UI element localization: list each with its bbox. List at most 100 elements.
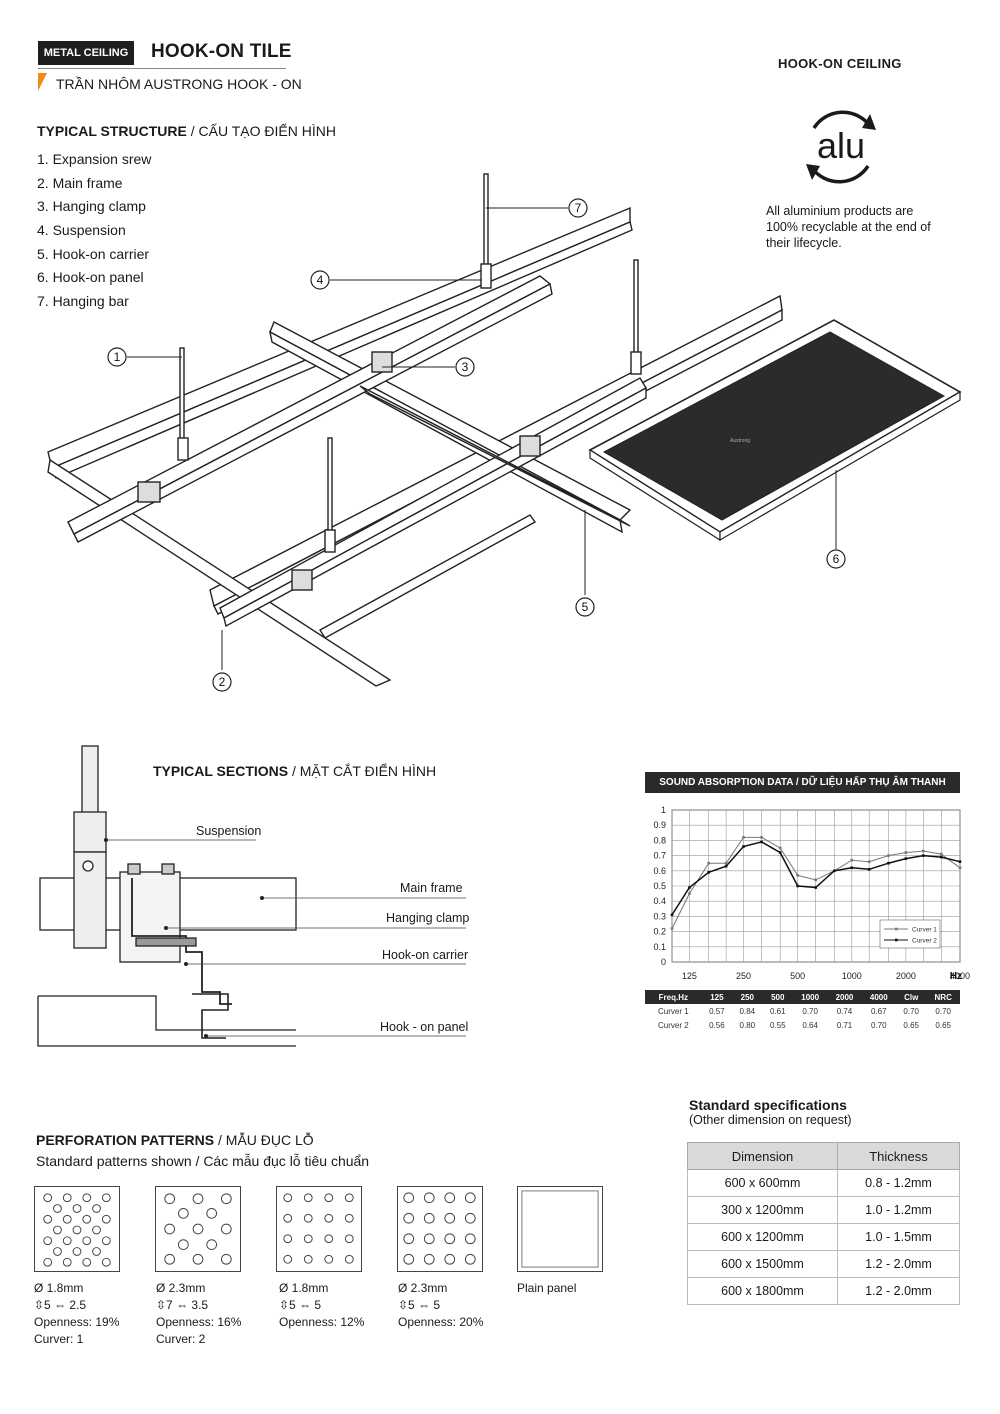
data-point xyxy=(850,866,854,870)
list-item: 5. Hook-on carrier xyxy=(37,245,150,262)
page-subtitle: TRẦN NHÔM AUSTRONG HOOK - ON xyxy=(56,76,302,92)
x-tick-label: 250 xyxy=(736,971,751,981)
list-item: 1. Expansion srew xyxy=(37,151,152,167)
pattern-spacing: ⇳5 ⇔ 5 xyxy=(279,1298,322,1312)
label-hanging-clamp: Hanging clamp xyxy=(386,911,470,925)
column-header: Dimension xyxy=(687,1142,838,1170)
sound-table-cell: 0.56 xyxy=(709,1020,725,1030)
pattern-2-label: Ø 2.3mm ⇳7 ⇔ 3.5 Openness: 16% Curver: 2 xyxy=(156,1280,241,1348)
sound-table-cell: 0.67 xyxy=(871,1006,887,1016)
list-item: 7. Hanging bar xyxy=(37,293,129,310)
callout-2: 2 xyxy=(219,675,226,689)
data-point xyxy=(796,884,799,888)
pattern-curver: Curver: 1 xyxy=(34,1332,84,1346)
data-point xyxy=(760,840,763,844)
sound-table-header: Freq.Hz xyxy=(658,992,688,1002)
data-point xyxy=(904,851,908,854)
table-cell: 600 x 600mm xyxy=(687,1169,838,1197)
sections-heading: TYPICAL SECTIONS / MẶT CẮT ĐIỂN HÌNH xyxy=(153,763,437,779)
pattern-5-swatch xyxy=(517,1186,603,1272)
structure-diagram: Austrong 1 2 3 4 5 6 7 xyxy=(47,173,962,692)
sound-table-header: 125 xyxy=(710,992,724,1002)
data-point xyxy=(760,836,763,839)
data-point xyxy=(688,886,691,889)
pattern-4-label: Ø 2.3mm ⇳5 ⇔ 5 Openness: 20% xyxy=(398,1280,483,1331)
data-point xyxy=(922,849,925,853)
label-suspension: Suspension xyxy=(196,824,262,838)
sound-table-cell: 0.71 xyxy=(836,1020,853,1030)
legend-marker xyxy=(895,927,898,931)
y-tick-label: 0.3 xyxy=(653,911,666,921)
sound-table-header: 250 xyxy=(740,992,755,1002)
structure-heading: TYPICAL STRUCTURE / CẤU TẠO ĐIỂN HÌNH xyxy=(37,123,336,139)
list-item: 4. Suspension xyxy=(37,222,126,239)
sound-table-cell: 0.64 xyxy=(802,1020,818,1030)
data-point xyxy=(867,860,871,863)
pattern-3-label: Ø 1.8mm ⇳5 ⇔ 5 Openness: 12% xyxy=(279,1280,364,1331)
y-tick-label: 0.5 xyxy=(653,881,666,891)
data-point xyxy=(742,836,745,839)
sound-title-bar: SOUND ABSORPTION DATA / DỮ LIỆU HẤP THỤ … xyxy=(645,772,960,793)
column-header: Thickness xyxy=(837,1142,960,1170)
pattern-openness: Openness: 20% xyxy=(398,1315,484,1329)
pattern-4-swatch xyxy=(397,1186,483,1272)
table-cell: 300 x 1200mm xyxy=(687,1196,838,1224)
x-tick-label: 500 xyxy=(790,971,805,981)
data-point xyxy=(958,860,962,863)
sound-table-cell: 0.74 xyxy=(836,1006,853,1016)
sound-table-cell: 0.70 xyxy=(802,1006,818,1016)
table-header-row: Dimension Thickness xyxy=(687,1142,960,1170)
sound-table-header: Clw xyxy=(904,992,919,1002)
sound-table-cell: 0.70 xyxy=(871,1020,887,1030)
right-title: HOOK-ON CEILING xyxy=(778,56,902,71)
data-point xyxy=(724,861,728,865)
section-diagram xyxy=(37,745,466,1047)
legend-box xyxy=(879,919,941,949)
callout-6: 6 xyxy=(833,552,840,566)
sound-table-cell: 0.70 xyxy=(935,1006,951,1016)
title-divider xyxy=(38,68,286,69)
pattern-diameter: Ø 1.8mm xyxy=(279,1281,329,1295)
pattern-2-swatch xyxy=(155,1186,241,1272)
callout-7: 7 xyxy=(575,201,582,215)
data-point xyxy=(778,851,782,854)
data-point xyxy=(887,854,890,857)
pattern-spacing: ⇳7 ⇔ 3.5 xyxy=(156,1298,209,1312)
y-tick-label: 0.6 xyxy=(653,866,666,876)
sound-table-cell: 0.65 xyxy=(903,1020,919,1030)
y-tick-label: 0.9 xyxy=(653,820,666,830)
alu-logo-text: alu xyxy=(817,125,865,166)
page-title: HOOK-ON TILE xyxy=(151,41,292,62)
pattern-spacing: ⇳5 ⇔ 5 xyxy=(398,1298,441,1312)
pattern-3-swatch xyxy=(276,1186,362,1272)
data-point xyxy=(670,927,674,930)
data-point xyxy=(688,892,691,895)
label-hook-on-carrier: Hook-on carrier xyxy=(382,948,469,962)
data-point xyxy=(850,858,854,862)
list-item: 2. Main frame xyxy=(37,174,123,191)
sound-table-header: 2000 xyxy=(835,992,854,1002)
pattern-name: Plain panel xyxy=(517,1281,577,1295)
panel-brand-text: Austrong xyxy=(730,438,750,444)
table-cell: 1.2 - 2.0mm xyxy=(837,1277,960,1305)
data-point xyxy=(940,852,943,856)
pattern-5-label: Plain panel xyxy=(517,1280,576,1297)
label-main-frame: Main frame xyxy=(400,881,463,895)
spec-title: Standard specifications xyxy=(689,1097,847,1113)
y-tick-label: 0.1 xyxy=(653,942,666,952)
callout-4: 4 xyxy=(317,273,324,287)
pattern-diameter: Ø 2.3mm xyxy=(398,1281,448,1295)
data-point xyxy=(742,845,745,848)
sound-table-cell: 0.65 xyxy=(935,1020,951,1030)
data-point xyxy=(724,864,728,868)
sound-table-cell: Curver 1 xyxy=(657,1006,689,1016)
table-cell: 1.2 - 2.0mm xyxy=(837,1250,960,1278)
perforation-heading: PERFORATION PATTERNS / MẪU ĐỤC LỖ xyxy=(36,1132,314,1148)
pattern-1-label: Ø 1.8mm ⇳5 ⇔ 2.5 Openness: 19% Curver: 1 xyxy=(34,1280,119,1348)
